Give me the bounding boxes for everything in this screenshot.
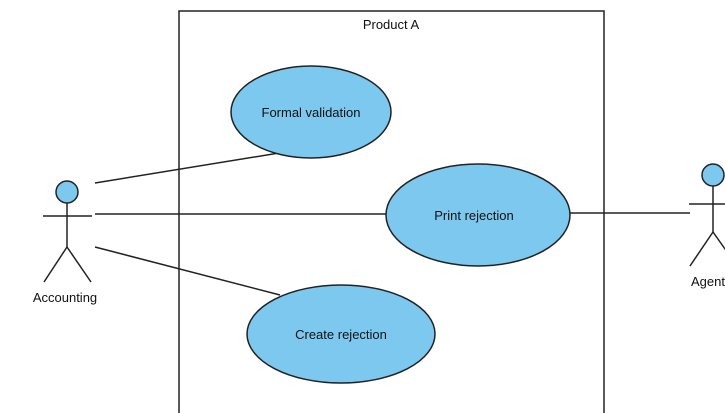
actor-label: Accounting (33, 290, 97, 305)
system-boundary[interactable]: Product A (178, 10, 605, 413)
actor-left-leg (689, 231, 714, 267)
actor-right-leg (66, 246, 92, 283)
use-case-label: Formal validation (262, 105, 361, 120)
use-case-create-rejection[interactable]: Create rejection (246, 284, 436, 384)
actor-left-leg (43, 246, 68, 283)
use-case-ellipse (246, 284, 436, 384)
system-boundary-box (178, 10, 605, 413)
use-case-ellipse (385, 163, 571, 267)
actor-head-icon (55, 180, 79, 204)
system-title: Product A (363, 17, 420, 32)
actor-right-leg (712, 231, 725, 251)
associations (94, 152, 690, 296)
use-case-label: Print rejection (434, 208, 513, 223)
actor-accounting[interactable]: Accounting (33, 180, 97, 305)
use-case-print-rejection[interactable]: Print rejection (385, 163, 571, 267)
use-case-formal-validation[interactable]: Formal validation (230, 65, 392, 159)
actor-head-icon (701, 163, 725, 187)
association-accounting-formal-validation[interactable] (94, 152, 280, 184)
actor-label: Agent (691, 274, 725, 289)
use-case-label: Create rejection (295, 327, 387, 342)
actor-agent[interactable]: Agent (689, 163, 725, 289)
association-accounting-create-rejection[interactable] (94, 246, 281, 296)
use-case-ellipse (230, 65, 392, 159)
